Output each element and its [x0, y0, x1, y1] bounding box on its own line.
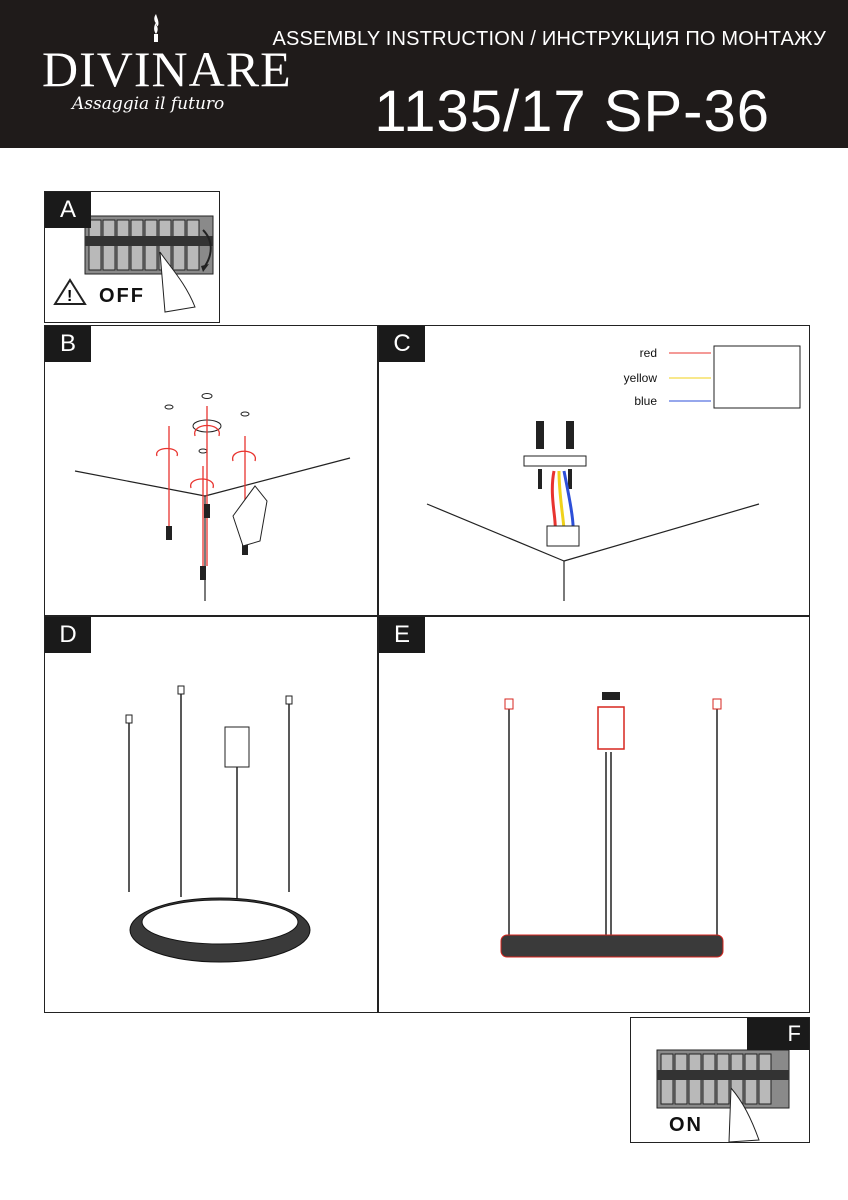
- switch-on-text: ON: [669, 1114, 703, 1136]
- svg-text:!: !: [67, 288, 72, 305]
- step-label-b: B: [45, 326, 91, 362]
- side-view-chandelier-illustration: [500, 692, 724, 958]
- wire-label-yellow: yellow: [623, 371, 657, 385]
- switch-off-text: OFF: [99, 285, 145, 307]
- flame-icon: [154, 14, 159, 42]
- header-bar: DIVINARE Assaggia il futuro ASSEMBLY INS…: [0, 0, 848, 148]
- brand-tagline: Assaggia il futuro: [72, 94, 225, 114]
- step-d-panel: D: [44, 616, 378, 1013]
- document-subtitle: ASSEMBLY INSTRUCTION / ИНСТРУКЦИЯ ПО МОН…: [272, 28, 826, 50]
- breaker-panel-off-illustration: !: [53, 215, 214, 313]
- step-c-panel: C red yellow blue: [378, 325, 810, 616]
- wiring-connection-illustration: [426, 345, 801, 601]
- step-e-panel: E: [378, 616, 810, 1013]
- step-label-e: E: [379, 617, 425, 653]
- step-label-d: D: [45, 617, 91, 653]
- step-f-panel: F ON: [630, 1017, 810, 1143]
- wire-label-red: red: [639, 346, 657, 360]
- step-label-a: A: [45, 192, 91, 228]
- step-label-f: F: [747, 1018, 809, 1050]
- step-a-panel: ! A OFF: [44, 191, 220, 323]
- brand-logo: DIVINARE Assaggia il futuro: [42, 14, 292, 130]
- step-b-panel: B: [44, 325, 378, 616]
- model-number: 1135/17 SP-36: [374, 79, 770, 144]
- warning-icon: [53, 278, 87, 305]
- ceiling-drilling-illustration: [74, 393, 351, 601]
- brand-name: DIVINARE: [42, 41, 292, 97]
- breaker-panel-on-illustration: [656, 1049, 790, 1143]
- wire-label-blue: blue: [634, 394, 657, 408]
- ring-chandelier-illustration: [125, 685, 311, 963]
- step-label-c: C: [379, 326, 425, 362]
